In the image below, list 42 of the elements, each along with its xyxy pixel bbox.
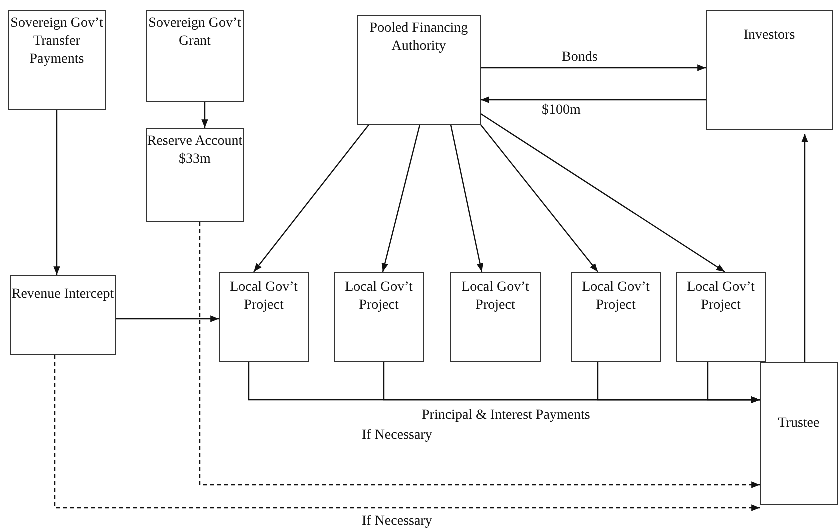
- node-text: Local Gov’t Project: [686, 279, 756, 316]
- node-text: Revenue Intercept: [12, 286, 114, 304]
- process-box: [676, 272, 766, 362]
- edge-label: $100m: [540, 103, 583, 118]
- process-box: [219, 272, 309, 362]
- edge-label: If Necessary: [360, 514, 434, 530]
- arrow: [480, 124, 598, 272]
- node-text: Local Gov’t Project: [460, 279, 530, 316]
- process-box: [8, 10, 106, 110]
- node-text: Local Gov’t Project: [581, 279, 651, 316]
- arrow: [480, 114, 726, 272]
- arrow: [481, 96, 706, 104]
- node-text: Sovereign Gov’t Grant: [148, 15, 242, 52]
- dashed-arrow: [199, 222, 760, 488]
- arrow: [450, 124, 484, 272]
- process-box: [706, 10, 833, 130]
- process-box: [571, 272, 661, 362]
- edge-label: Principal & Interest Payments: [420, 408, 592, 424]
- process-box: [760, 362, 838, 505]
- arrow: [481, 64, 706, 72]
- arrow: [254, 124, 370, 272]
- arrow: [54, 110, 60, 275]
- node-text: Reserve Account $33m: [147, 133, 243, 170]
- process-box: [450, 272, 541, 362]
- node-text: Local Gov’t Project: [229, 279, 299, 316]
- node-text: Trustee: [778, 415, 820, 433]
- node-text: Local Gov’t Project: [344, 279, 414, 316]
- node-text: Investors: [744, 27, 796, 45]
- arrow: [707, 362, 760, 404]
- node-text: Pooled Financing Authority: [368, 20, 470, 56]
- process-box: [146, 128, 244, 222]
- process-box: [357, 15, 481, 125]
- node-text: Sovereign Gov’t Transfer Payments: [10, 15, 104, 70]
- process-box: [146, 10, 244, 102]
- edge-label: If Necessary: [360, 428, 434, 444]
- process-box: [10, 275, 116, 355]
- arrow: [202, 102, 208, 128]
- process-box: [334, 272, 424, 362]
- dashed-arrow: [54, 355, 760, 512]
- arrow: [802, 134, 808, 362]
- arrow: [116, 316, 219, 322]
- arrow: [382, 124, 421, 272]
